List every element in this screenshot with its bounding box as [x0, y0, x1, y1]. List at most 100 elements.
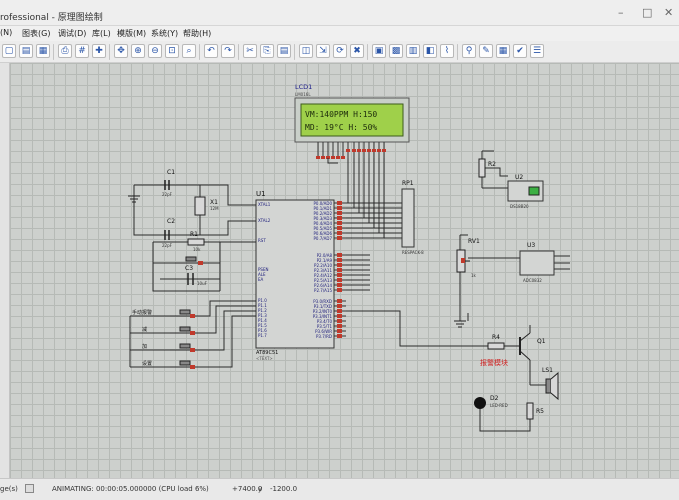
cut-icon[interactable]: ✂ — [243, 44, 257, 58]
key-manual-alarm[interactable]: 手动报警 — [132, 309, 196, 318]
svg-text:12M: 12M — [210, 206, 219, 211]
undo-icon[interactable]: ↶ — [204, 44, 218, 58]
zoom-all-icon[interactable]: ⊡ — [165, 44, 179, 58]
transistor-q1[interactable]: Q1 — [504, 332, 546, 361]
svg-text:22pF: 22pF — [162, 243, 173, 248]
new-icon[interactable]: ▢ — [2, 44, 16, 58]
window-title: rofessional - 原理图绘制 — [0, 13, 103, 23]
bill-of-materials-icon[interactable]: ▦ — [496, 44, 510, 58]
menu-template[interactable]: 模版(M) — [117, 29, 147, 38]
make-device-icon[interactable]: ▩ — [389, 44, 403, 58]
svg-text:减: 减 — [142, 326, 147, 333]
capacitor-c3[interactable]: C3 10uF — [185, 265, 208, 286]
minimize-icon[interactable]: – — [618, 6, 624, 19]
menu-system[interactable]: 系统(Y) — [151, 29, 179, 38]
menu-file[interactable]: (N) — [0, 28, 13, 37]
block-delete-icon[interactable]: ✖ — [350, 44, 364, 58]
lcd-module[interactable]: VM:140PPM H:150 MD: 19°C H: 50% LCD1 LM0… — [294, 83, 410, 143]
block-copy-icon[interactable]: ◫ — [299, 44, 313, 58]
menu-debug[interactable]: 调试(D) — [58, 29, 87, 38]
alarm-wires — [346, 310, 546, 432]
svg-text:P3.7/RD: P3.7/RD — [316, 334, 332, 339]
lcd-line-2: MD: 19°C H: 50% — [305, 123, 377, 132]
svg-text:EA: EA — [258, 277, 264, 282]
reset-button[interactable] — [175, 256, 205, 265]
paste-icon[interactable]: ▤ — [277, 44, 291, 58]
svg-text:P1.2: P1.2 — [258, 308, 267, 313]
redo-icon[interactable]: ↷ — [221, 44, 235, 58]
schematic-drawing[interactable]: VM:140PPM H:150 MD: 19°C H: 50% LCD1 LM0… — [10, 63, 679, 478]
led-d2[interactable]: D2 LED-RED — [474, 395, 508, 409]
p2-lines — [346, 254, 370, 291]
key-plus[interactable]: 加 — [142, 343, 196, 352]
coordinate-y-label: y — [258, 485, 263, 493]
svg-text:R1: R1 — [190, 231, 198, 238]
grid-icon[interactable]: # — [75, 44, 89, 58]
menu-help[interactable]: 帮助(H) — [183, 29, 212, 38]
svg-text:P2.5/A13: P2.5/A13 — [314, 278, 332, 283]
property-assign-icon[interactable]: ✎ — [479, 44, 493, 58]
zoom-in-icon[interactable]: ⊕ — [131, 44, 145, 58]
wire-autoroute-icon[interactable]: ⌇ — [440, 44, 454, 58]
zoom-area-icon[interactable]: ⌕ — [182, 44, 196, 58]
block-move-icon[interactable]: ⇲ — [316, 44, 330, 58]
mcu-sub: <TEXT> — [256, 356, 273, 361]
mcu-right-markers — [337, 201, 342, 338]
svg-text:P3.3/INT1: P3.3/INT1 — [313, 314, 333, 319]
save-icon[interactable]: ▦ — [36, 44, 50, 58]
crystal-x1[interactable]: X1 12M — [194, 196, 219, 216]
packaging-icon[interactable]: ▥ — [406, 44, 420, 58]
svg-text:10k: 10k — [193, 247, 201, 252]
svg-text:P2.1/A9: P2.1/A9 — [317, 258, 333, 263]
open-icon[interactable]: ▤ — [19, 44, 33, 58]
lcd-pin-markers — [316, 149, 386, 159]
maximize-icon[interactable]: □ — [642, 6, 653, 19]
resistor-r1[interactable]: R1 10k — [187, 231, 205, 252]
pan-icon[interactable]: ✥ — [114, 44, 128, 58]
status-messages[interactable]: ge(s) — [0, 485, 18, 493]
svg-text:P0.0/AD0: P0.0/AD0 — [314, 201, 333, 206]
capacitor-c1[interactable]: C1 22pF — [162, 169, 175, 197]
svg-text:P3.2/INT0: P3.2/INT0 — [313, 309, 333, 314]
svg-text:P3.5/T1: P3.5/T1 — [317, 324, 333, 329]
menu-graph[interactable]: 图表(G) — [22, 29, 51, 38]
decompose-icon[interactable]: ◧ — [423, 44, 437, 58]
potentiometer-rv1[interactable]: RV1 1k — [456, 238, 480, 278]
adc-ground — [454, 320, 466, 328]
schematic-canvas[interactable]: VM:140PPM H:150 MD: 19°C H: 50% LCD1 LM0… — [10, 63, 679, 478]
svg-text:R4: R4 — [492, 334, 500, 341]
sensor-u2[interactable]: U2 DS18B20 — [507, 174, 544, 209]
capacitor-c2[interactable]: C2 22pF — [162, 218, 175, 248]
svg-text:P3.6/WR: P3.6/WR — [315, 329, 332, 334]
print-icon[interactable]: ⎙ — [58, 44, 72, 58]
close-icon[interactable]: ✕ — [664, 6, 674, 19]
block-rotate-icon[interactable]: ⟳ — [333, 44, 347, 58]
resistor-pack-rp1[interactable]: RP1 RESPACK-8 — [401, 180, 424, 255]
resistor-r2[interactable]: R2 — [478, 158, 496, 178]
pick-device-icon[interactable]: ▣ — [372, 44, 386, 58]
play-button[interactable] — [25, 484, 34, 493]
svg-text:DS18B20: DS18B20 — [510, 204, 529, 209]
key-minus[interactable]: 减 — [142, 326, 196, 335]
svg-text:P2.7/A15: P2.7/A15 — [314, 288, 332, 293]
buzzer-ls1[interactable]: LS1 — [542, 367, 559, 401]
svg-text:P1.0: P1.0 — [258, 298, 267, 303]
svg-text:P0.7/AD7: P0.7/AD7 — [314, 236, 333, 241]
svg-text:加: 加 — [142, 343, 147, 350]
svg-text:22pF: 22pF — [162, 192, 173, 197]
origin-icon[interactable]: ✚ — [92, 44, 106, 58]
search-icon[interactable]: ⚲ — [462, 44, 476, 58]
resistor-r5[interactable]: R5 — [526, 402, 544, 420]
mcu-u1[interactable]: U1 AT89C51 <TEXT> — [255, 190, 335, 361]
copy-icon[interactable]: ⎘ — [260, 44, 274, 58]
menu-library[interactable]: 库(L) — [92, 29, 111, 38]
netlist-icon[interactable]: ☰ — [530, 44, 544, 58]
resistor-r4[interactable]: R4 — [487, 334, 505, 350]
key-set[interactable]: 设置 — [142, 360, 196, 369]
svg-text:P2.4/A12: P2.4/A12 — [314, 273, 332, 278]
electrical-check-icon[interactable]: ✔ — [513, 44, 527, 58]
zoom-out-icon[interactable]: ⊖ — [148, 44, 162, 58]
svg-text:P0.5/AD5: P0.5/AD5 — [314, 226, 333, 231]
adc-u3[interactable]: U3 ADC0832 — [519, 242, 555, 283]
svg-text:P0.4/AD4: P0.4/AD4 — [314, 221, 333, 226]
